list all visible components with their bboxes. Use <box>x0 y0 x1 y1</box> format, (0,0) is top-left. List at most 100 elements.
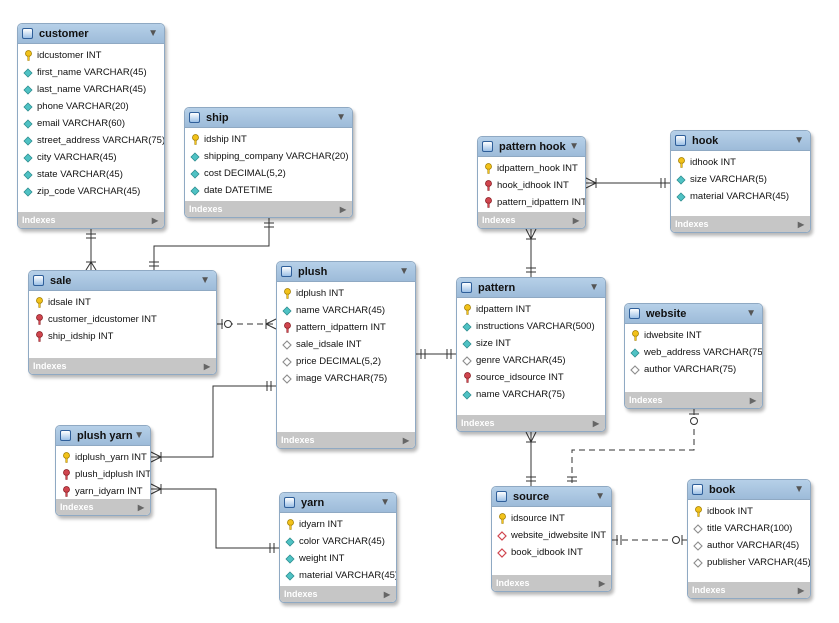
expand-arrow-icon[interactable]: ▶ <box>402 435 409 445</box>
collapse-arrow-icon[interactable]: ▼ <box>336 112 346 123</box>
collapse-arrow-icon[interactable]: ▼ <box>200 275 210 286</box>
column-row[interactable]: material VARCHAR(45) <box>671 188 810 205</box>
column-row[interactable]: author VARCHAR(75) <box>625 361 762 378</box>
table-header[interactable]: plush▼ <box>277 262 415 282</box>
indexes-section[interactable]: Indexes▶ <box>29 358 216 374</box>
expand-arrow-icon[interactable]: ▶ <box>383 589 390 599</box>
table-header[interactable]: pattern hook▼ <box>478 137 585 157</box>
column-row[interactable]: website_idwebsite INT <box>492 527 611 544</box>
column-row[interactable]: color VARCHAR(45) <box>280 533 396 550</box>
column-row[interactable]: yarn_idyarn INT <box>56 483 150 500</box>
collapse-arrow-icon[interactable]: ▼ <box>399 266 409 277</box>
column-row[interactable]: book_idbook INT <box>492 544 611 561</box>
column-row[interactable]: title VARCHAR(100) <box>688 520 810 537</box>
column-row[interactable]: phone VARCHAR(20) <box>18 98 164 115</box>
indexes-section[interactable]: Indexes▶ <box>625 392 762 408</box>
column-row[interactable]: price DECIMAL(5,2) <box>277 353 415 370</box>
table-header[interactable]: ship▼ <box>185 108 352 128</box>
column-row[interactable]: date DATETIME <box>185 182 352 199</box>
expand-arrow-icon[interactable]: ▶ <box>339 204 346 214</box>
collapse-arrow-icon[interactable]: ▼ <box>746 308 756 319</box>
table-header[interactable]: pattern▼ <box>457 278 605 298</box>
indexes-section[interactable]: Indexes▶ <box>688 582 810 598</box>
column-row[interactable]: size VARCHAR(5) <box>671 171 810 188</box>
column-row[interactable]: web_address VARCHAR(75) <box>625 344 762 361</box>
column-row[interactable]: email VARCHAR(60) <box>18 115 164 132</box>
table-header[interactable]: plush yarn▼ <box>56 426 150 446</box>
column-row[interactable]: customer_idcustomer INT <box>29 311 216 328</box>
column-row[interactable]: city VARCHAR(45) <box>18 149 164 166</box>
table-header[interactable]: hook▼ <box>671 131 810 151</box>
column-row[interactable]: idyarn INT <box>280 516 396 533</box>
collapse-arrow-icon[interactable]: ▼ <box>589 282 599 293</box>
column-row[interactable]: image VARCHAR(75) <box>277 370 415 387</box>
indexes-section[interactable]: Indexes▶ <box>277 432 415 448</box>
indexes-section[interactable]: Indexes▶ <box>18 212 164 228</box>
collapse-arrow-icon[interactable]: ▼ <box>595 491 605 502</box>
column-row[interactable]: material VARCHAR(45) <box>280 567 396 584</box>
column-row[interactable]: idbook INT <box>688 503 810 520</box>
column-row[interactable]: source_idsource INT <box>457 369 605 386</box>
expand-arrow-icon[interactable]: ▶ <box>592 418 599 428</box>
column-row[interactable]: size INT <box>457 335 605 352</box>
column-row[interactable]: street_address VARCHAR(75) <box>18 132 164 149</box>
column-row[interactable]: cost DECIMAL(5,2) <box>185 165 352 182</box>
column-row[interactable]: hook_idhook INT <box>478 177 585 194</box>
column-row[interactable]: idpattern_hook INT <box>478 160 585 177</box>
column-row[interactable]: pattern_idpattern INT <box>277 319 415 336</box>
indexes-section[interactable]: Indexes▶ <box>280 586 396 602</box>
expand-arrow-icon[interactable]: ▶ <box>151 215 158 225</box>
indexes-section[interactable]: Indexes▶ <box>457 415 605 431</box>
column-row[interactable]: pattern_idpattern INT <box>478 194 585 211</box>
column-row[interactable]: name VARCHAR(45) <box>277 302 415 319</box>
table-header[interactable]: sale▼ <box>29 271 216 291</box>
column-row[interactable]: idship INT <box>185 131 352 148</box>
collapse-arrow-icon[interactable]: ▼ <box>134 430 144 441</box>
column-row[interactable]: sale_idsale INT <box>277 336 415 353</box>
column-row[interactable]: instructions VARCHAR(500) <box>457 318 605 335</box>
column-row[interactable]: shipping_company VARCHAR(20) <box>185 148 352 165</box>
column-row[interactable]: state VARCHAR(45) <box>18 166 164 183</box>
expand-arrow-icon[interactable]: ▶ <box>749 395 756 405</box>
indexes-section[interactable]: Indexes▶ <box>478 212 585 228</box>
column-row[interactable]: weight INT <box>280 550 396 567</box>
table-header[interactable]: yarn▼ <box>280 493 396 513</box>
expand-arrow-icon[interactable]: ▶ <box>137 502 144 512</box>
column-row[interactable]: idwebsite INT <box>625 327 762 344</box>
table-header[interactable]: website▼ <box>625 304 762 324</box>
table-header[interactable]: source▼ <box>492 487 611 507</box>
column-row[interactable]: first_name VARCHAR(45) <box>18 64 164 81</box>
indexes-section[interactable]: Indexes▶ <box>185 201 352 217</box>
column-row[interactable]: genre VARCHAR(45) <box>457 352 605 369</box>
collapse-arrow-icon[interactable]: ▼ <box>148 28 158 39</box>
column-row[interactable]: idpattern INT <box>457 301 605 318</box>
column-row[interactable]: ship_idship INT <box>29 328 216 345</box>
column-row[interactable]: publisher VARCHAR(45) <box>688 554 810 571</box>
column-row[interactable]: idsale INT <box>29 294 216 311</box>
indexes-section[interactable]: Indexes▶ <box>492 575 611 591</box>
collapse-arrow-icon[interactable]: ▼ <box>794 135 804 146</box>
table-header[interactable]: book▼ <box>688 480 810 500</box>
indexes-section[interactable]: Indexes▶ <box>56 499 150 515</box>
indexes-section[interactable]: Indexes▶ <box>671 216 810 232</box>
column-row[interactable]: name VARCHAR(75) <box>457 386 605 403</box>
expand-arrow-icon[interactable]: ▶ <box>598 578 605 588</box>
column-row[interactable]: idplush_yarn INT <box>56 449 150 466</box>
expand-arrow-icon[interactable]: ▶ <box>797 219 804 229</box>
column-row[interactable]: plush_idplush INT <box>56 466 150 483</box>
column-row[interactable]: last_name VARCHAR(45) <box>18 81 164 98</box>
column-row[interactable]: idsource INT <box>492 510 611 527</box>
collapse-arrow-icon[interactable]: ▼ <box>380 497 390 508</box>
column-row[interactable]: author VARCHAR(45) <box>688 537 810 554</box>
table-header[interactable]: customer▼ <box>18 24 164 44</box>
